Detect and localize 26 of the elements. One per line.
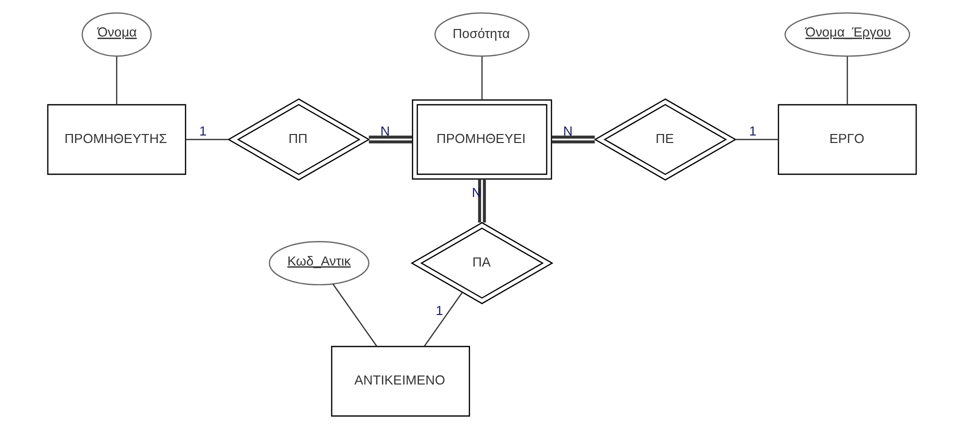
edge-label: 1 (748, 124, 756, 139)
node-ellipse: Όνομα (81, 12, 152, 57)
connector (551, 136, 594, 144)
edge-label: 1 (435, 303, 443, 318)
edge-label: N (562, 124, 572, 139)
node-box: ΑΝΤΙΚΕΙΜΕΝΟ (330, 346, 470, 417)
connector (368, 136, 412, 144)
connector (480, 56, 482, 100)
node-box: ΕΡΓΟ (777, 104, 916, 175)
connector (185, 138, 228, 140)
connector (846, 56, 848, 105)
connector (735, 138, 778, 140)
connector (478, 179, 486, 223)
node-box: ΠΡΟΜΗΘΕΥΕΙ (411, 99, 552, 180)
node-diamond: ΠΕ (593, 98, 736, 181)
node-ellipse: Όνομα_Έργου (784, 12, 910, 57)
node-diamond: ΠΠ (226, 98, 370, 181)
connector (332, 284, 377, 347)
connector (116, 56, 117, 105)
node-ellipse: Κωδ_Αντικ (268, 241, 369, 286)
node-diamond: ΠΑ (410, 222, 553, 304)
connector (423, 292, 462, 346)
node-box: ΠΡΟΜΗΘΕΥΤΗΣ (46, 104, 186, 175)
edge-label: N (380, 124, 390, 139)
node-ellipse: Ποσότητα (434, 12, 530, 57)
edge-label: 1 (198, 124, 206, 139)
